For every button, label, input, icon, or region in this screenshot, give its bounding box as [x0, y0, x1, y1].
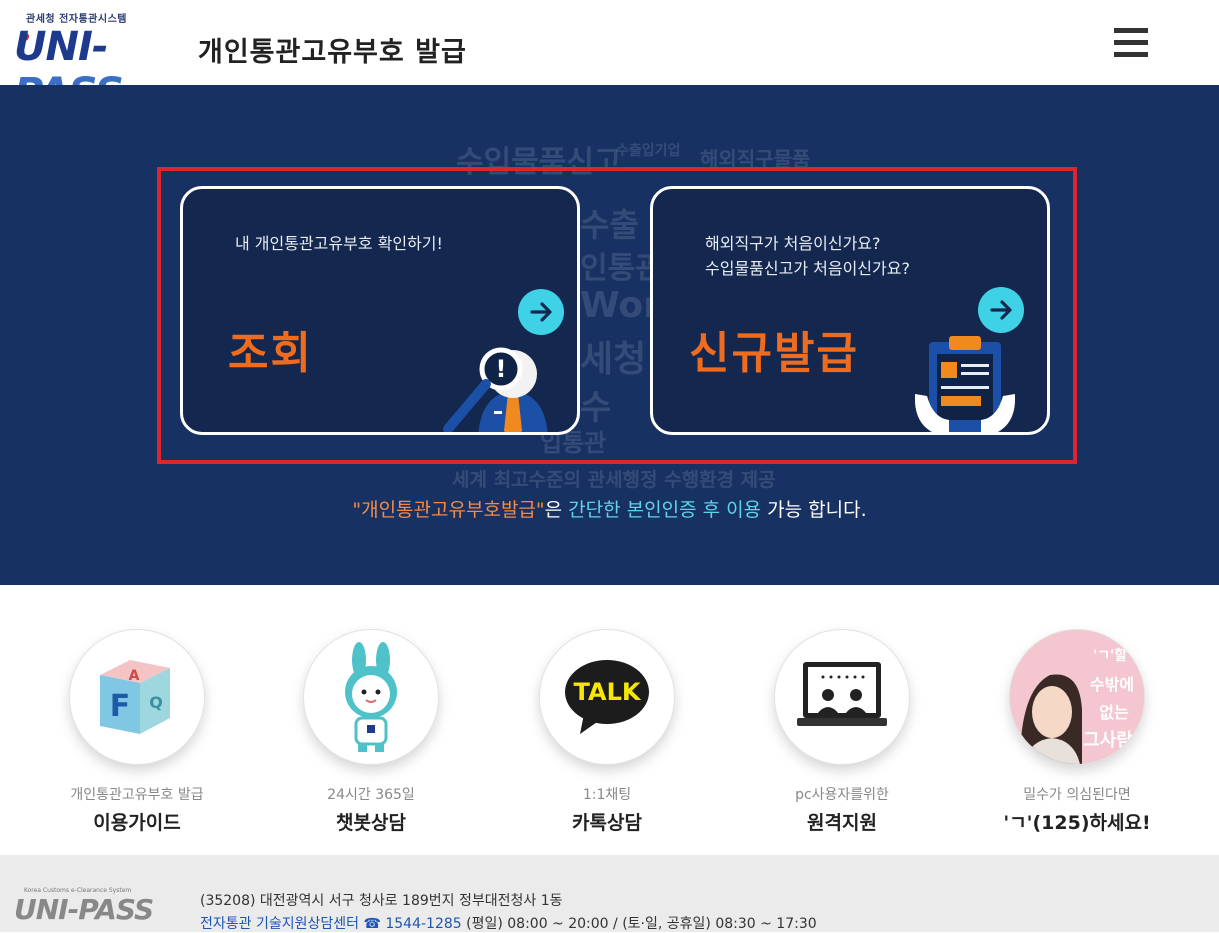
bg-word: 세청 — [580, 339, 647, 380]
clipboard-hands-icon — [915, 336, 1015, 432]
services-section: F A Q 개인통관고유부호 발급 이용가이드 24시 — [0, 585, 1219, 855]
service-kakaotalk[interactable]: TALK 1:1채팅 카톡상담 — [507, 630, 707, 835]
report-smuggling-icon: 'ㄱ'할 수밖에 없는 그사람 — [1010, 630, 1144, 764]
support-hours: (평일) 08:00 ~ 20:00 / (토·일, 공휴일) 08:30 ~ … — [461, 916, 817, 932]
service-main-label: 이용가이드 — [93, 812, 181, 834]
arrow-right-icon[interactable] — [518, 289, 564, 335]
remote-support-icon — [775, 630, 909, 764]
service-main-label: 원격지원 — [807, 812, 877, 834]
hero-section: 수입물품신고 수출입기업 해외직구물품 수출 인통관 World 세청 수 입통… — [0, 85, 1219, 585]
logo-dot-icon — [20, 32, 29, 41]
footer-address: (35208) 대전광역시 서구 청사로 189번지 정부대전청사 1동 — [200, 893, 563, 909]
page-title: 개인통관고유부호 발급 — [198, 37, 467, 68]
support-phone[interactable]: ☎ 1544-1285 — [363, 916, 462, 932]
lookup-card-label: 조회 — [228, 328, 313, 379]
service-report-125[interactable]: 'ㄱ'할 수밖에 없는 그사람 밀수가 의심된다면 'ㄱ'(125)하세요! — [977, 630, 1177, 835]
footer: Korea Customs e-Clearance System UNI-PAS… — [0, 855, 1219, 932]
service-guide[interactable]: F A Q 개인통관고유부호 발급 이용가이드 — [37, 630, 237, 835]
svg-text:없는: 없는 — [1099, 703, 1129, 722]
header: 관세청 전자통관시스템 UNI-PASS 개인통관고유부호 발급 — [0, 0, 1219, 116]
arrow-right-icon[interactable] — [978, 287, 1024, 333]
service-main-label: 챗봇상담 — [336, 812, 406, 834]
service-remote[interactable]: pc사용자를위한 원격지원 — [742, 630, 942, 835]
footer-logo-subtitle: Korea Customs e-Clearance System — [24, 887, 132, 894]
svg-text:F: F — [110, 689, 131, 724]
service-sub-label: 밀수가 의심된다면 — [1023, 787, 1131, 803]
bg-word: 수출입기업 — [616, 143, 681, 159]
service-chatbot[interactable]: 24시간 365일 챗봇상담 — [271, 630, 471, 835]
service-sub-label: 개인통관고유부호 발급 — [70, 787, 204, 803]
service-main-label: 카톡상담 — [572, 812, 642, 834]
svg-text:Q: Q — [149, 693, 163, 712]
svg-text:그사람: 그사람 — [1083, 730, 1133, 751]
svg-text:수밖에: 수밖에 — [1090, 675, 1134, 694]
footer-logo: Korea Customs e-Clearance System UNI-PAS… — [14, 887, 164, 927]
service-sub-label: 1:1채팅 — [582, 787, 632, 803]
new-issue-card[interactable]: 해외직구가 처음이신가요? 수입물품신고가 처음이신가요? 신규발급 — [650, 186, 1050, 435]
bg-word: 수출 — [580, 206, 639, 244]
kakaotalk-icon: TALK — [540, 630, 674, 764]
uni-pass-logo[interactable]: 관세청 전자통관시스템 UNI-PASS — [14, 10, 190, 116]
lookup-card-text: 내 개인통관고유부호 확인하기! — [235, 234, 443, 253]
svg-text:TALK: TALK — [574, 678, 642, 706]
faq-cube-icon: F A Q — [70, 630, 204, 764]
magnifier-officer-icon: ! — [443, 347, 548, 432]
auth-notice: "개인통관고유부호발급"은 간단한 본인인증 후 이용 가능 합니다. — [352, 499, 867, 521]
new-card-label: 신규발급 — [689, 328, 859, 379]
bg-word: 수입물품신고 — [456, 145, 622, 180]
bg-word: 인통관 — [580, 251, 663, 286]
logo-subtitle: 관세청 전자통관시스템 — [26, 14, 127, 25]
service-main-label: 'ㄱ'(125)하세요! — [1003, 812, 1151, 834]
service-sub-label: pc사용자를위한 — [795, 787, 889, 803]
support-center-label: 전자통관 기술지원상담센터 — [200, 916, 360, 932]
footer-contact: 전자통관 기술지원상담센터 ☎ 1544-1285 (평일) 08:00 ~ 2… — [200, 913, 817, 933]
svg-text:'ㄱ'할: 'ㄱ'할 — [1093, 647, 1127, 664]
new-card-line2: 수입물품신고가 처음이신가요? — [705, 259, 910, 278]
chatbot-rabbit-icon — [304, 630, 438, 764]
highlight-frame — [157, 167, 1077, 464]
service-sub-label: 24시간 365일 — [327, 787, 415, 803]
svg-text:!: ! — [496, 355, 507, 383]
svg-text:A: A — [129, 668, 140, 684]
hamburger-menu-icon[interactable] — [1114, 28, 1148, 60]
new-card-line1: 해외직구가 처음이신가요? — [705, 234, 881, 253]
bg-word: 수 — [580, 388, 612, 428]
lookup-card[interactable]: 내 개인통관고유부호 확인하기! 조회 ! — [180, 186, 580, 435]
footer-logo-text: UNI-PASS — [14, 893, 154, 926]
bg-word: 세계 최고수준의 관세행정 수행환경 제공 — [452, 469, 776, 491]
